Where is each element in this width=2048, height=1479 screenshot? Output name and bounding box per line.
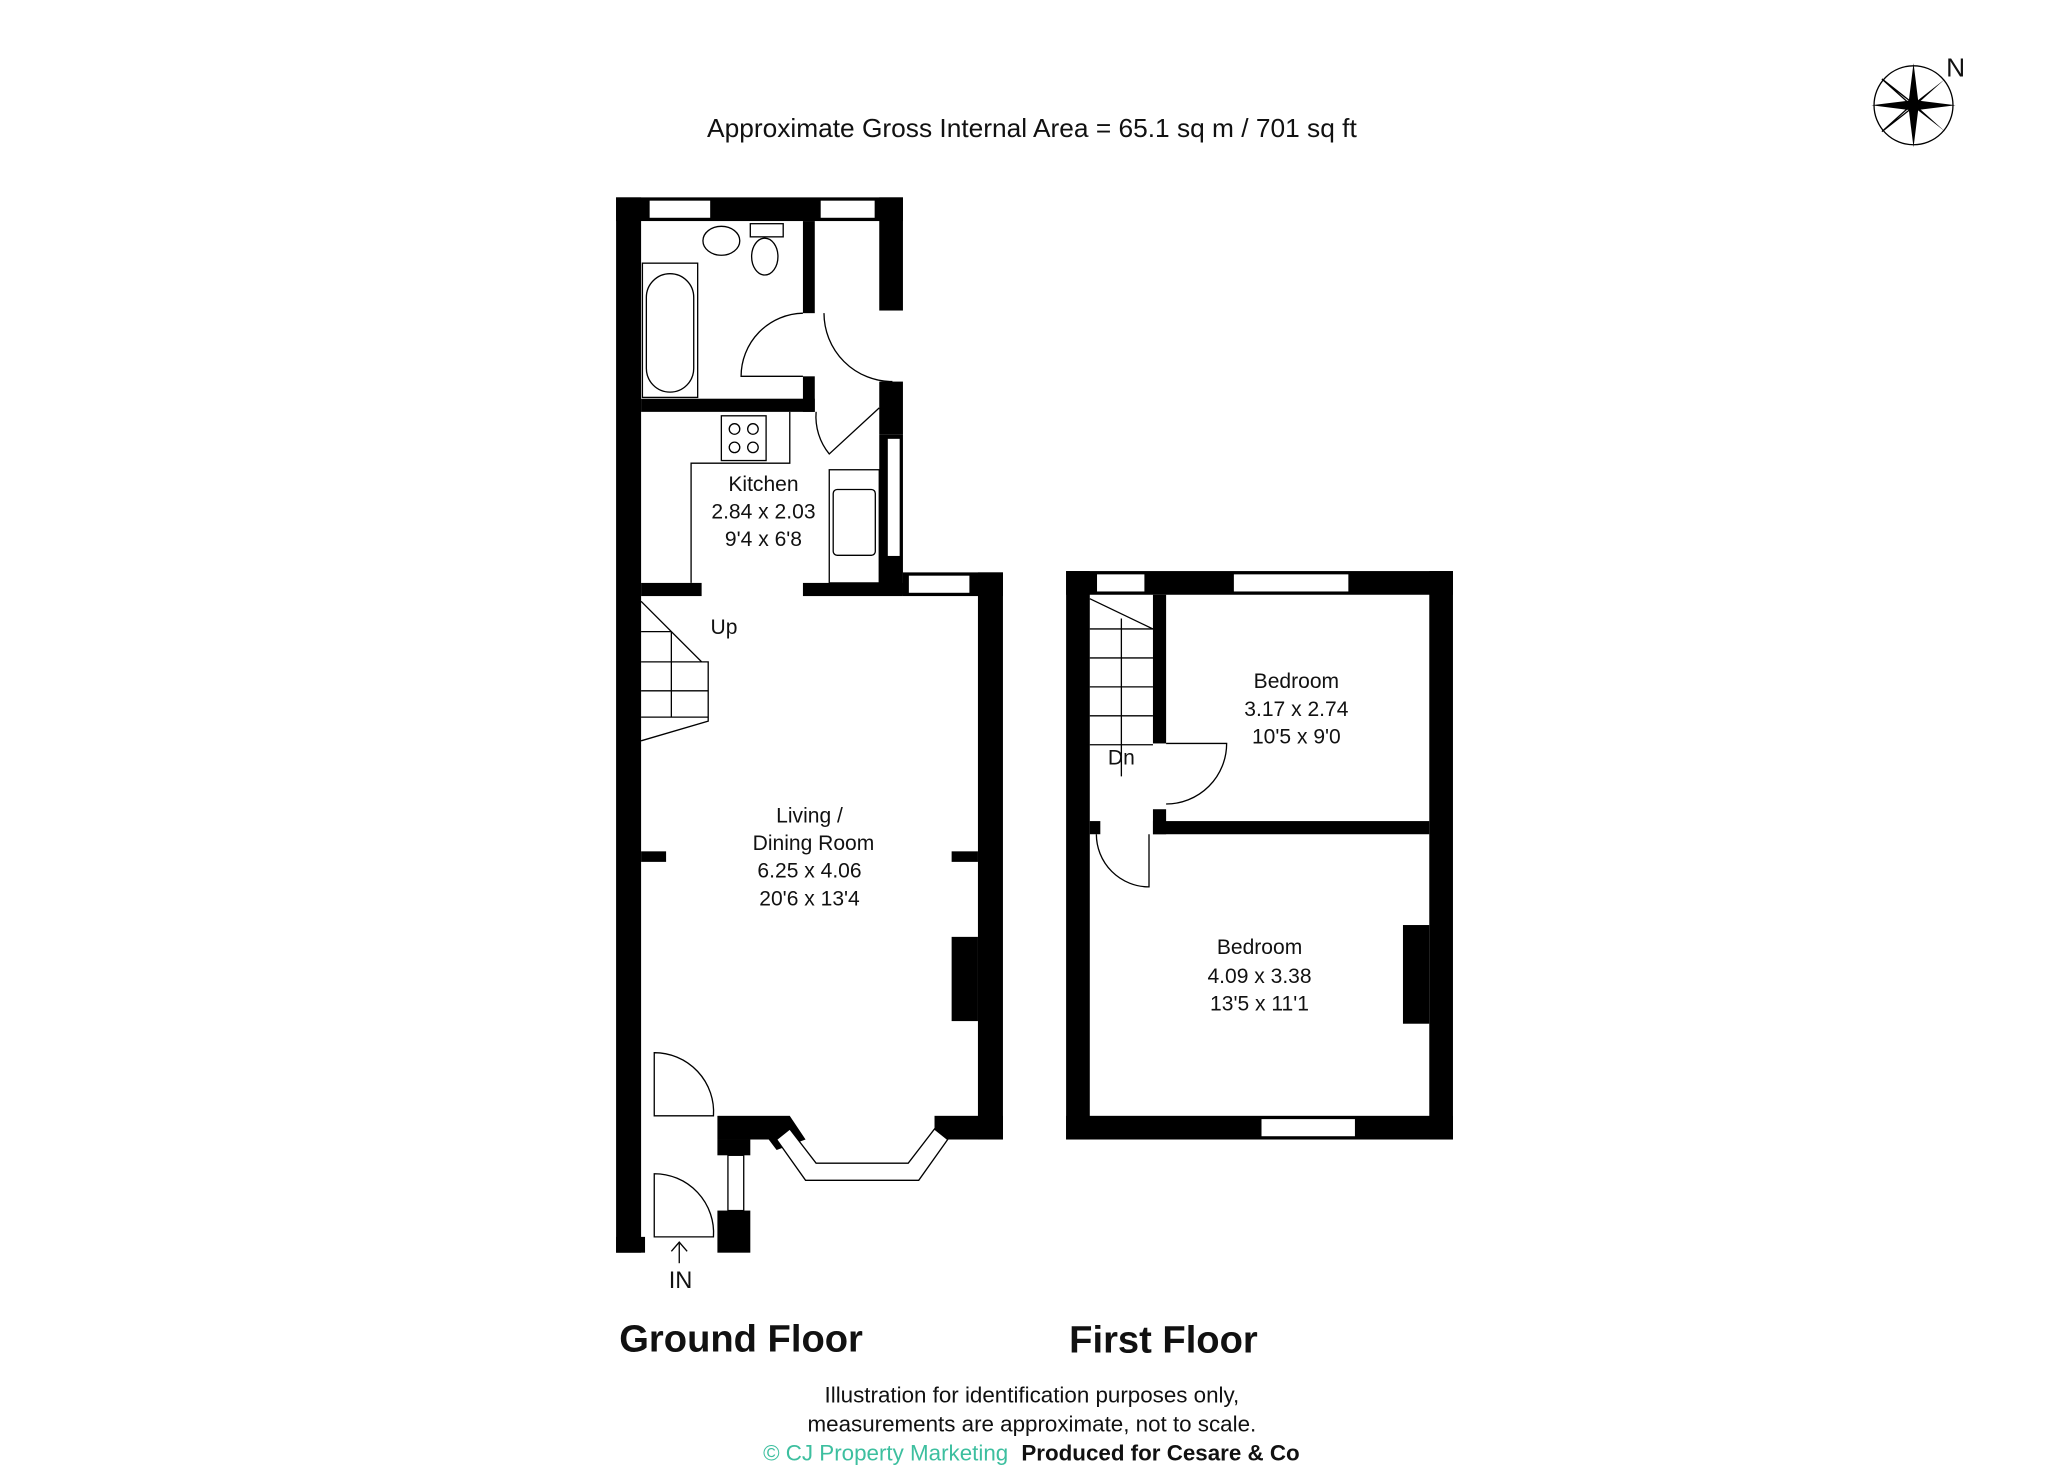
disclaimer-line-2: measurements are approximate, not to sca… [808, 1412, 1257, 1437]
kitchen-imperial: 9'4 x 6'8 [725, 528, 802, 551]
bedroom2-imperial: 13'5 x 11'1 [1210, 993, 1309, 1016]
bedroom1-imperial: 10'5 x 9'0 [1252, 725, 1341, 748]
bedroom1-name: Bedroom [1254, 670, 1339, 693]
first-floor-labels: Bedroom 3.17 x 2.74 10'5 x 9'0 Dn Bedroo… [1069, 670, 1349, 1361]
bedroom2-metric: 4.09 x 3.38 [1207, 965, 1311, 988]
stairs-down-label: Dn [1108, 747, 1135, 770]
ground-floor-plan [616, 197, 1003, 1264]
compass-north-label: N [1946, 52, 1965, 82]
living-imperial: 20'6 x 13'4 [759, 887, 860, 910]
copyright-text: © CJ Property Marketing [763, 1441, 1008, 1466]
entrance-label: IN [669, 1268, 693, 1294]
bedroom2-name: Bedroom [1217, 936, 1302, 959]
first-floor-plan [1066, 571, 1453, 1140]
produced-for-text: Produced for Cesare & Co [1021, 1441, 1299, 1466]
bedroom1-metric: 3.17 x 2.74 [1244, 698, 1348, 721]
ground-floor-labels: Kitchen 2.84 x 2.03 9'4 x 6'8 Up Living … [619, 473, 874, 1361]
first-floor-title: First Floor [1069, 1319, 1258, 1362]
disclaimer-line-1: Illustration for identification purposes… [825, 1383, 1240, 1408]
ground-floor-title: Ground Floor [619, 1317, 863, 1360]
kitchen-metric: 2.84 x 2.03 [711, 500, 815, 523]
living-metric: 6.25 x 4.06 [757, 860, 861, 883]
living-name-2: Dining Room [753, 832, 875, 855]
kitchen-name: Kitchen [728, 473, 798, 496]
stairs-up-label: Up [711, 616, 738, 639]
gross-area-text: Approximate Gross Internal Area = 65.1 s… [707, 113, 1357, 143]
living-name-1: Living / [776, 804, 843, 827]
compass-icon: N [1871, 52, 1965, 148]
